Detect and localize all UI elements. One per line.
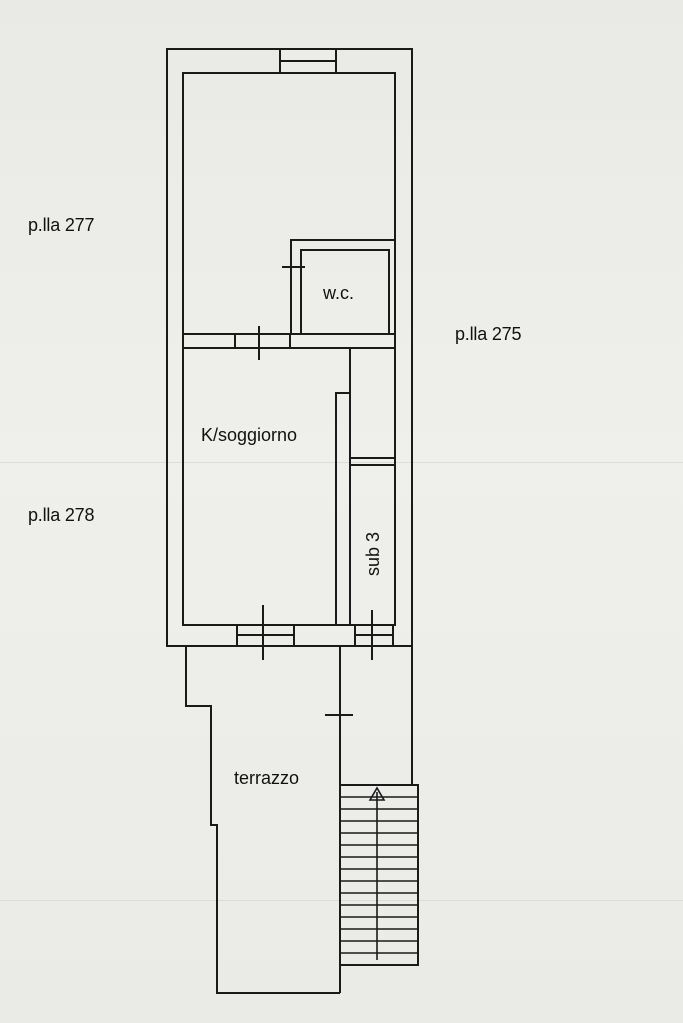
room-label-wc: w.c. [323, 283, 355, 303]
plot-label-278: p.lla 278 [28, 505, 95, 525]
room-label-terrace: terrazzo [234, 768, 300, 788]
room-label-sub3: sub 3 [363, 531, 383, 576]
staircase [339, 784, 419, 966]
room-label-kitchen-living: K/soggiorno [201, 425, 298, 445]
plot-label-275: p.lla 275 [455, 324, 522, 344]
stair-arrow-icon [368, 786, 386, 801]
terrace-outline [185, 646, 340, 994]
bleed-line [0, 462, 683, 463]
bleed-line [0, 900, 683, 901]
plot-label-277: p.lla 277 [28, 215, 95, 235]
